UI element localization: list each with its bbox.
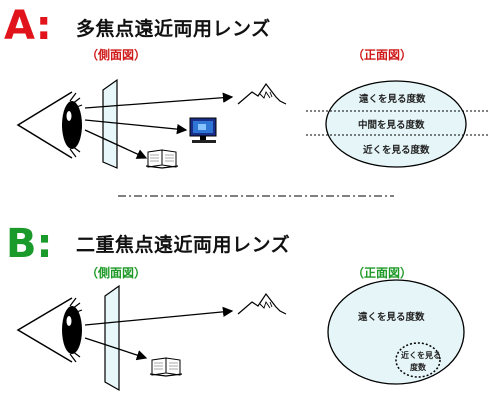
arrow-near: [84, 337, 148, 361]
near-segment: [395, 342, 441, 378]
computer-icon: [189, 117, 217, 143]
zone-near-label-line1: 近くを見る: [401, 351, 441, 360]
section-b-letter: B:: [6, 221, 53, 267]
arrow-far: [84, 306, 234, 326]
zone-far-label: 遠くを見る度数: [358, 312, 425, 323]
zone-middle-label: 中間を見る度数: [358, 120, 425, 131]
mountain-icon: [237, 82, 287, 105]
zone-near-label: 近くを見る度数: [363, 145, 430, 156]
arrow-far: [84, 92, 234, 109]
book-icon: [149, 357, 183, 377]
section-a-side-label: （側面図）: [86, 48, 147, 62]
section-a-title: 多焦点遠近両用レンズ: [76, 18, 271, 40]
section-b-front-label: （正面図）: [352, 266, 413, 280]
section-b-title: 二重焦点遠近両用レンズ: [76, 234, 291, 256]
mountain-icon: [237, 292, 287, 315]
eye-icon: [16, 91, 83, 159]
zone-near-label-line2: 度数: [410, 363, 426, 372]
lens-side-view: [102, 78, 118, 169]
lens-front-view-b: [327, 279, 465, 385]
arrow-middle: [84, 119, 188, 135]
book-icon: [145, 149, 179, 169]
eye-icon: [16, 297, 83, 363]
section-a-front-label: （正面図）: [352, 48, 413, 62]
lens-side-view: [104, 284, 120, 392]
arrow-near: [84, 129, 148, 159]
zone-far-label: 遠くを見る度数: [359, 94, 426, 105]
lens-front-view-a: [325, 80, 467, 168]
section-a-letter: A:: [4, 3, 52, 49]
section-b-side-label: （側面図）: [86, 266, 147, 280]
